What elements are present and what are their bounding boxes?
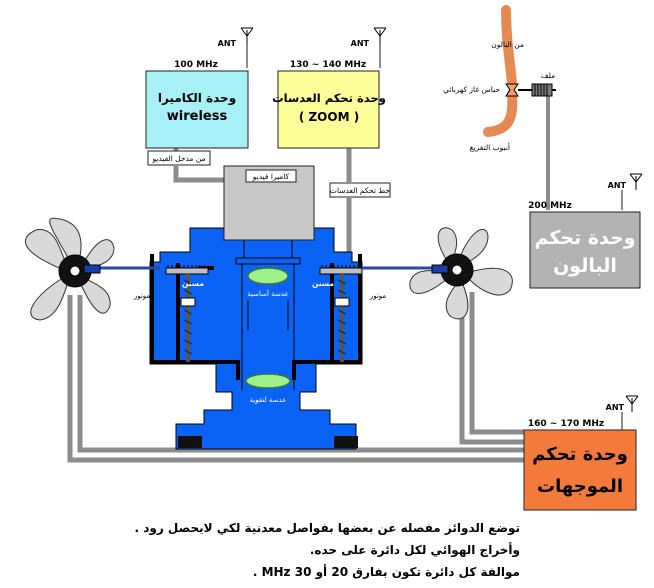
right-fan-icon bbox=[362, 227, 513, 320]
valve-from-balloon: من البالون bbox=[491, 40, 524, 49]
wire-rudder-right-motor-b bbox=[469, 292, 524, 435]
wire-video-to-camera bbox=[173, 166, 224, 183]
camera-unit-freq: 100 MHz bbox=[174, 60, 218, 70]
balloon-unit: 200 MHz وحدة تحكم البالون ANT bbox=[528, 173, 643, 289]
notes: توضع الدوائر مفصله عن بعضها بفواصل معدني… bbox=[134, 517, 520, 583]
left-motor-label: موتور bbox=[133, 292, 151, 300]
inverse-lens-label: عدسة لتقوية bbox=[250, 396, 287, 404]
zoom-unit-ant: ANT bbox=[351, 39, 370, 48]
wire-rudder-left-motor-inner bbox=[77, 295, 524, 453]
left-gear-icon bbox=[165, 265, 209, 362]
right-gear-label: مسنن bbox=[312, 279, 334, 288]
rudder-unit: 160 ~ 170 MHz وحدة تحكم الموجهات ANT bbox=[523, 395, 639, 511]
camera-body-assembly: عدسة أساسية عدسة لتقوية كاميرا فيديو مسن… bbox=[149, 165, 363, 450]
rudder-unit-line2: الموجهات bbox=[537, 476, 623, 497]
right-motor-label: موتور bbox=[369, 292, 387, 300]
wiring bbox=[67, 44, 623, 463]
rudder-antenna-icon bbox=[625, 395, 639, 412]
video-input-label: من مدخل الفيديو bbox=[151, 154, 205, 163]
rudder-unit-freq: 160 ~ 170 MHz bbox=[528, 419, 604, 429]
zoom-unit-line2: ( ZOOM ) bbox=[299, 110, 359, 124]
balloon-unit-box bbox=[529, 211, 641, 289]
balloon-unit-line1: وحدة تحكم bbox=[534, 227, 635, 249]
lens-control-label-box bbox=[329, 182, 391, 198]
note-3: موالفة كل دائرة تكون بفارق 20 أو 30 MHz … bbox=[252, 565, 520, 579]
zoom-antenna-icon bbox=[373, 27, 387, 44]
camera-unit-box bbox=[145, 70, 249, 149]
zoom-unit-line1: وحدة تحكم العدسات bbox=[272, 91, 386, 106]
inverse-lens bbox=[245, 373, 291, 389]
balloon-unit-line2: البالون bbox=[553, 255, 617, 277]
camera-unit-line1: وحدة الكاميرا bbox=[158, 91, 236, 106]
camera-antenna-icon bbox=[240, 27, 254, 44]
note-2: وأخراج الهوائي لكل دائرة على حده. bbox=[309, 543, 520, 557]
balloon-antenna-icon bbox=[629, 173, 643, 190]
camera-unit-ant: ANT bbox=[218, 39, 237, 48]
valve-label: حباس غاز كهربائي bbox=[443, 85, 500, 94]
balloon-valve-icon bbox=[483, 5, 556, 137]
rudder-unit-ant: ANT bbox=[606, 403, 625, 412]
right-gear-icon bbox=[319, 265, 363, 362]
zoom-unit-freq: 130 ~ 140 MHz bbox=[290, 60, 366, 70]
primary-lens bbox=[247, 267, 289, 285]
camera-unit: 100 MHz وحدة الكاميرا wireless ANT من مد… bbox=[145, 27, 254, 166]
valve-coil: ملف bbox=[541, 71, 555, 80]
right-foot bbox=[334, 436, 358, 448]
lens-tube bbox=[235, 237, 301, 390]
video-camera-label-box bbox=[245, 169, 297, 183]
left-gear-label: مسنن bbox=[182, 279, 204, 288]
left-fan-icon bbox=[24, 217, 160, 321]
lens-control-label: خط تحكم العدسات bbox=[330, 186, 391, 195]
left-foot bbox=[178, 436, 202, 448]
zoom-unit: 130 ~ 140 MHz وحدة تحكم العدسات ( ZOOM )… bbox=[272, 27, 391, 198]
wire-rudder-left-motor-outer bbox=[67, 295, 524, 463]
wire-rudder-right-motor-a bbox=[459, 292, 524, 445]
valve-exhaust: أنبوب التفريغ bbox=[470, 142, 510, 152]
balloon-unit-freq: 200 MHz bbox=[528, 201, 572, 211]
note-1: توضع الدوائر مفصله عن بعضها بفواصل معدني… bbox=[134, 521, 520, 535]
video-camera-label: كاميرا فيديو bbox=[252, 172, 290, 181]
rudder-unit-line1: وحدة تحكم bbox=[532, 444, 628, 465]
zoom-unit-box bbox=[277, 70, 380, 149]
video-input-label-box bbox=[147, 150, 211, 166]
camera-unit-line2: wireless bbox=[167, 109, 228, 124]
rudder-unit-box bbox=[523, 429, 637, 511]
primary-lens-label: عدسة أساسية bbox=[247, 289, 288, 298]
balloon-unit-ant: ANT bbox=[608, 181, 627, 190]
